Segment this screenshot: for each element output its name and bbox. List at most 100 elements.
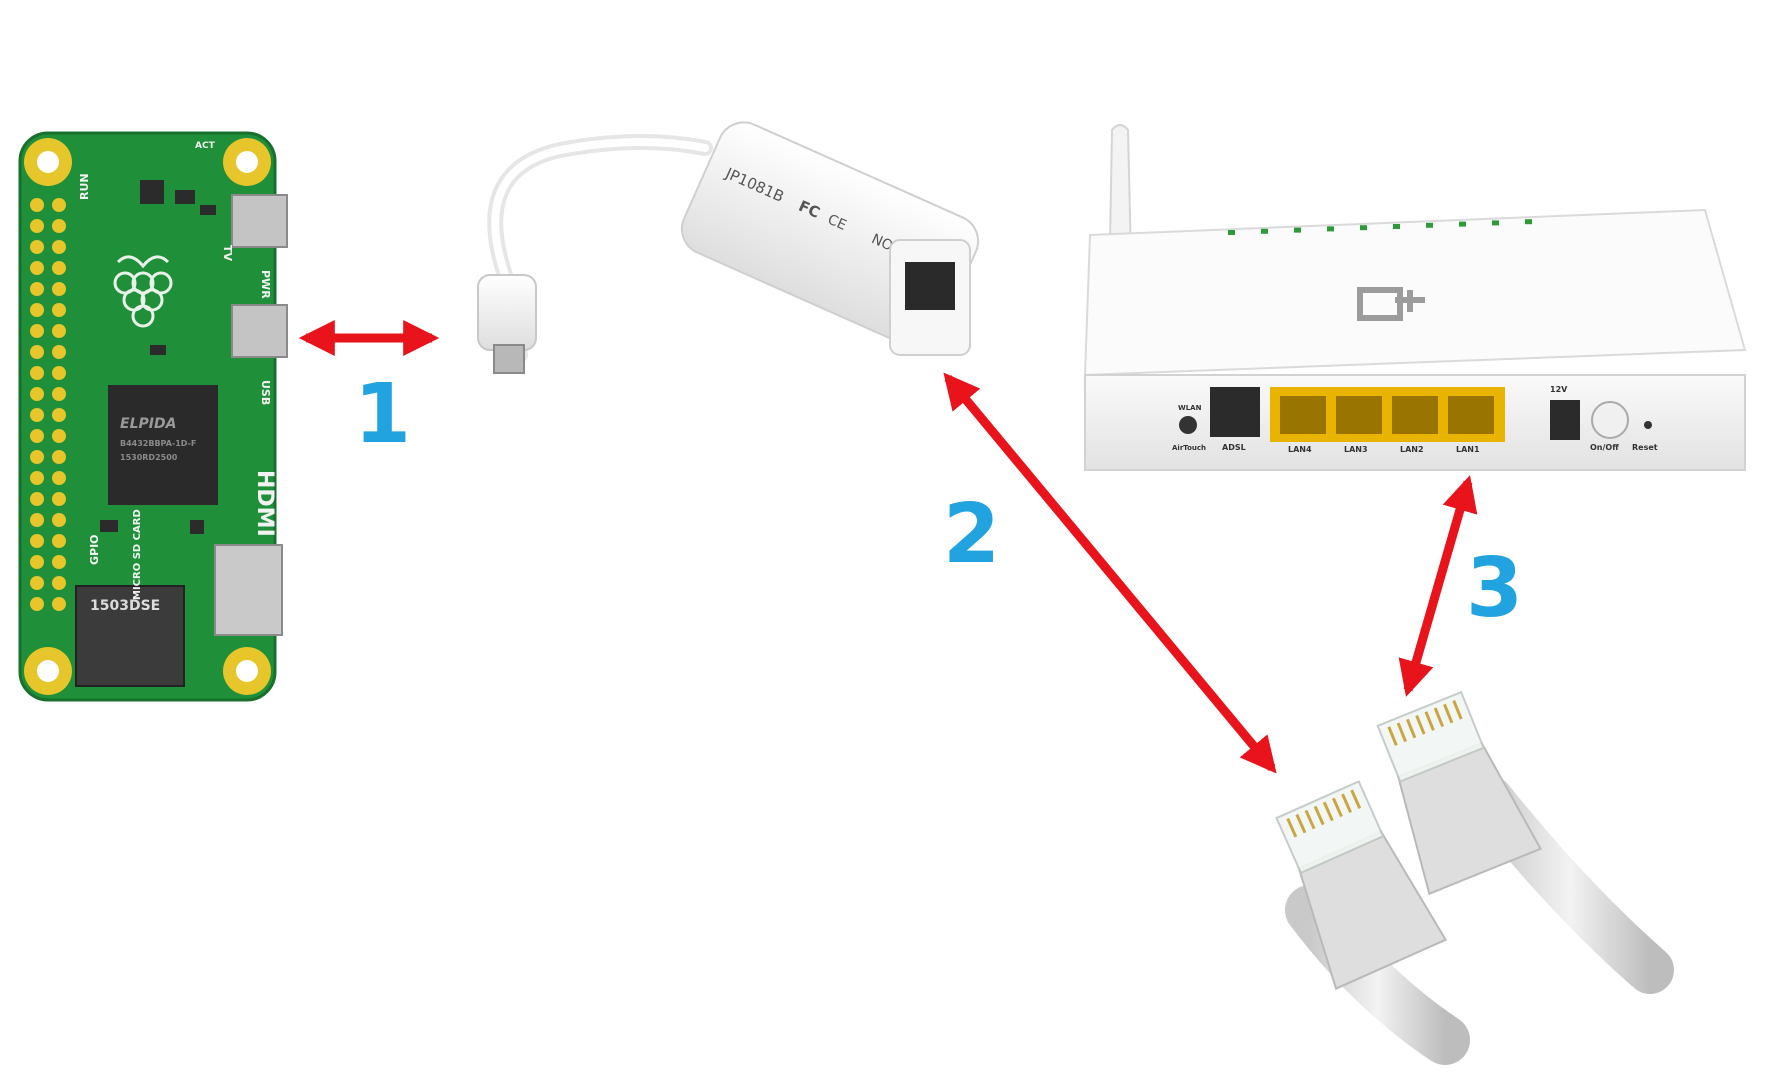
label-power: 12V (1550, 385, 1568, 394)
small-components (100, 180, 216, 534)
gpio-header-pads (30, 198, 66, 611)
gpio-pad (52, 198, 66, 212)
gpio-pad (52, 261, 66, 275)
step-number-1: 1 (354, 367, 411, 462)
gpio-pad (30, 303, 44, 317)
label-tv: TV (221, 245, 234, 262)
gpio-pad (30, 198, 44, 212)
gpio-pad (52, 408, 66, 422)
router-status-leds (1228, 219, 1532, 235)
gpio-pad (30, 576, 44, 590)
connection-arrows (298, 320, 1478, 774)
micro-sd-slot (75, 585, 185, 687)
label-gpio: GPIO (88, 534, 101, 565)
power-port (1550, 400, 1580, 440)
gpio-pad (30, 387, 44, 401)
gpio-pad (52, 597, 66, 611)
gpio-pad (30, 471, 44, 485)
gpio-pad (30, 492, 44, 506)
status-led (1393, 224, 1400, 229)
status-led (1459, 221, 1466, 227)
gpio-pad (52, 471, 66, 485)
power-button (1591, 401, 1629, 439)
gpio-pad (52, 240, 66, 254)
usb-ethernet-adapter: JP1081B FC CE NO-9700 (477, 121, 980, 374)
adapter-ce-mark: CE (825, 212, 849, 234)
gpio-pad (52, 534, 66, 548)
mini-hdmi-port (214, 544, 283, 636)
status-led (1261, 228, 1268, 234)
micro-usb-otg-port (231, 304, 288, 358)
label-wlan: WLAN (1178, 404, 1202, 412)
gpio-pad (30, 450, 44, 464)
reset-button (1644, 421, 1652, 429)
micro-usb-tip (493, 344, 525, 374)
micro-usb-power-port (231, 194, 288, 248)
gpio-pad (30, 240, 44, 254)
chip-brand: ELPIDA (120, 416, 176, 432)
label-hdmi: HDMI (252, 470, 277, 537)
gpio-pad (30, 261, 44, 275)
label-onoff: On/Off (1590, 443, 1619, 452)
gpio-pad (30, 366, 44, 380)
step-number-2: 2 (943, 487, 1000, 582)
lan-port-label: LAN2 (1400, 445, 1424, 454)
gpio-pad (52, 366, 66, 380)
lan-port-labels: LAN4 LAN3 LAN2 LAN1 (1288, 445, 1480, 454)
lan-port-label: LAN3 (1344, 445, 1368, 454)
raspberry-logo-icon (113, 255, 173, 328)
gpio-pad (52, 492, 66, 506)
router-top (1083, 208, 1747, 377)
gpio-pad (30, 282, 44, 296)
gpio-pad (30, 324, 44, 338)
status-led (1228, 230, 1235, 235)
status-led (1492, 220, 1499, 226)
chip-code: B4432BBPA-1D-F (120, 439, 196, 448)
gpio-pad (52, 219, 66, 233)
gpio-pad (30, 408, 44, 422)
sd-card-code: 1503DSE (90, 598, 160, 614)
gpio-pad (30, 555, 44, 569)
gpio-pad (52, 303, 66, 317)
gpio-pad (30, 219, 44, 233)
gpio-pad (52, 429, 66, 443)
lan-ports (1280, 396, 1494, 434)
status-led (1327, 226, 1334, 232)
wlan-button (1179, 416, 1197, 434)
lan-port-label: LAN4 (1288, 445, 1312, 454)
gpio-pad (52, 387, 66, 401)
status-led (1426, 222, 1433, 228)
gpio-pad (30, 345, 44, 359)
step-number-3: 3 (1466, 541, 1523, 636)
lan-port (1392, 396, 1438, 434)
label-micro-sd: MICRO SD CARD (132, 509, 143, 600)
label-usb: USB (259, 380, 272, 405)
label-run: RUN (78, 173, 91, 200)
arrow-3-cable-to-router (1398, 475, 1478, 697)
soc-chip (108, 385, 218, 505)
lan-port-label: LAN1 (1456, 445, 1480, 454)
raspberry-pi-zero-board: ELPIDA B4432BBPA-1D-F 1530RD2500 1503DSE… (18, 131, 288, 702)
mounting-holes (24, 138, 271, 695)
lan-port (1336, 396, 1382, 434)
adsl-port (1210, 387, 1260, 437)
gpio-pad (52, 345, 66, 359)
gpio-pad (52, 576, 66, 590)
lan-port (1280, 396, 1326, 434)
gpio-pad (30, 513, 44, 527)
micro-usb-plug (477, 274, 537, 351)
gpio-pad (52, 450, 66, 464)
chip-code-2: 1530RD2500 (120, 453, 178, 462)
status-led (1360, 225, 1367, 231)
ethernet-cable (1275, 690, 1674, 1065)
status-led (1525, 219, 1532, 225)
gpio-pad (52, 513, 66, 527)
status-led (1294, 227, 1301, 233)
gpio-pad (30, 597, 44, 611)
label-airtouch: AirTouch (1172, 444, 1206, 452)
router-logo-icon (1357, 287, 1425, 321)
label-act: ACT (195, 141, 216, 151)
gpio-pad (30, 429, 44, 443)
